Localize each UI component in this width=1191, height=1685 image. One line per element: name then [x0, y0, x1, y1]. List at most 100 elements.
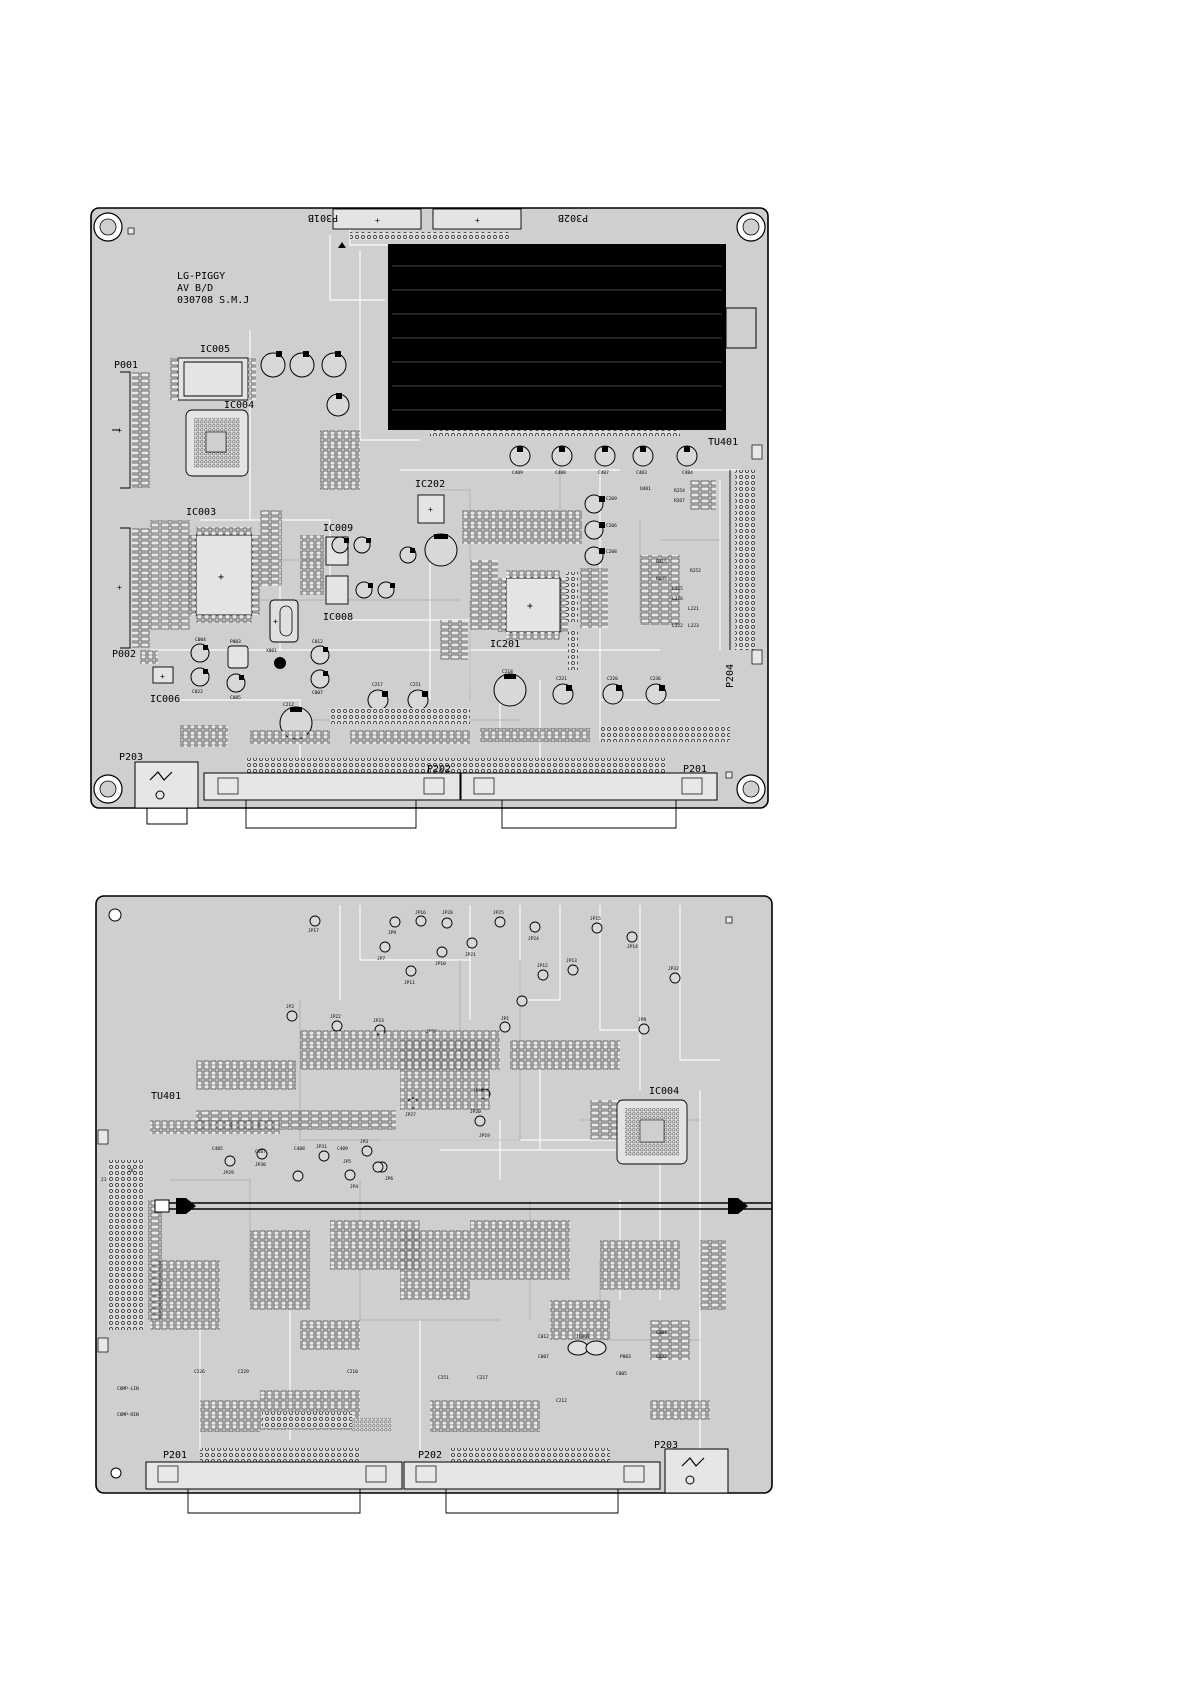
- ic008-chip: [325, 575, 349, 605]
- label-c210: C210: [347, 1369, 358, 1375]
- svg-text:+: +: [218, 572, 224, 583]
- label-ic004-top: IC004: [224, 400, 254, 411]
- label-c221: C221: [556, 676, 567, 682]
- ic202-regulator: [417, 494, 445, 524]
- connector-p201-bottom: [145, 1461, 403, 1514]
- svg-text:JP21: JP21: [465, 952, 476, 958]
- svg-text:+: +: [160, 672, 165, 681]
- label-c251-b: C251: [438, 1375, 449, 1381]
- arrow-right-icon: [728, 1198, 748, 1214]
- arrow-right-icon: [176, 1198, 196, 1214]
- svg-text:+: +: [117, 426, 122, 435]
- label-l225: L225: [672, 586, 683, 592]
- jack-p203-bottom: [664, 1448, 729, 1494]
- label-c208: C208: [606, 549, 617, 555]
- svg-text:21: 21: [101, 1177, 107, 1183]
- label-p202-bottom: P202: [418, 1450, 442, 1461]
- label-l221: L221: [688, 606, 699, 612]
- label-x001: X001: [266, 648, 277, 654]
- top-capacitors: [190, 351, 698, 740]
- connector-p302b: [432, 208, 522, 230]
- crystal-x001: +: [269, 599, 299, 643]
- label-ic008: IC008: [323, 612, 353, 623]
- label-ic005: IC005: [200, 344, 230, 355]
- svg-text:JP10: JP10: [435, 961, 446, 967]
- label-p301b: P301B: [308, 212, 338, 223]
- label-p002: P002: [112, 649, 136, 660]
- label-c408: C408: [555, 470, 566, 476]
- svg-text:JP30: JP30: [255, 1162, 266, 1168]
- label-ic006: IC006: [150, 694, 180, 705]
- label-c007: C007: [312, 690, 323, 696]
- label-r215: R215: [656, 559, 667, 565]
- label-r267: R267: [674, 498, 685, 504]
- label-r252: R252: [690, 568, 701, 574]
- label-r254: R254: [674, 488, 685, 494]
- label-c229: C229: [238, 1369, 249, 1375]
- label-c212: C212: [283, 702, 294, 708]
- svg-text:JP9: JP9: [388, 930, 396, 936]
- label-comp-lin: COMP-LIN: [117, 1386, 139, 1392]
- label-c209: C209: [606, 496, 617, 502]
- svg-text:JP4: JP4: [350, 1184, 358, 1190]
- label-p003-top: P003: [230, 639, 241, 645]
- svg-text:JP29: JP29: [223, 1170, 234, 1176]
- label-p001: P001: [114, 360, 138, 371]
- label-tu401-top: TU401: [708, 437, 738, 448]
- silk-line-1: LG-PIGGY: [177, 271, 225, 282]
- svg-text:+: +: [475, 216, 480, 225]
- svg-text:JP19: JP19: [479, 1133, 490, 1139]
- jack-p203-top: [134, 761, 199, 825]
- label-c409-b: C409: [337, 1146, 348, 1152]
- jumper-labels: JP17 JP9 JP16 JP28 JP25 JP24 JP15 JP14 J…: [223, 910, 679, 1190]
- label-c012-b: C012: [538, 1334, 549, 1340]
- label-c236: C236: [650, 676, 661, 682]
- label-c005: C005: [230, 695, 241, 701]
- label-c005-b: C005: [616, 1371, 627, 1377]
- label-c409: C409: [512, 470, 523, 476]
- label-c220: C220: [607, 676, 618, 682]
- label-c004: C004: [195, 637, 206, 643]
- label-l223: L223: [688, 623, 699, 629]
- label-ic202: IC202: [415, 479, 445, 490]
- svg-text:+: +: [428, 505, 433, 514]
- svg-text:+: +: [117, 583, 122, 592]
- label-p204: P204: [725, 664, 736, 688]
- label-c407: C407: [255, 1149, 266, 1155]
- label-tu401-bottom: TU401: [151, 1091, 181, 1102]
- label-ic007: IC007: [576, 1334, 590, 1340]
- label-ic201: IC201: [490, 639, 520, 650]
- label-p203-bottom: P203: [654, 1440, 678, 1451]
- label-comp-rin: COMP-RIN: [117, 1412, 139, 1418]
- svg-text:+: +: [527, 601, 533, 612]
- svg-text:JP7: JP7: [377, 956, 385, 962]
- connector-p202-top: [203, 772, 461, 829]
- label-c405: C405: [212, 1146, 223, 1152]
- svg-text:JP2: JP2: [286, 1004, 294, 1010]
- label-p302b: P302B: [558, 212, 588, 223]
- label-c004-b: C004: [656, 1330, 667, 1336]
- label-c407: C407: [598, 470, 609, 476]
- svg-text:JP23: JP23: [373, 1018, 384, 1024]
- connector-p301b: [332, 208, 422, 230]
- svg-text:JP13: JP13: [566, 958, 577, 964]
- label-r235: R235: [656, 576, 667, 582]
- top-board: ++ P301B P302B LG-PIGGY AV B/D 030708 S.…: [90, 207, 769, 829]
- label-c022: C022: [192, 689, 203, 695]
- svg-text:+: +: [273, 617, 278, 626]
- label-ic004-bottom: IC004: [649, 1086, 679, 1097]
- svg-text:JP16: JP16: [415, 910, 426, 916]
- svg-text:JP11: JP11: [404, 980, 415, 986]
- label-l226: L226: [672, 596, 683, 602]
- connector-p201-top: [460, 772, 718, 829]
- label-l222: L222: [672, 623, 683, 629]
- svg-text:JP20: JP20: [470, 1109, 481, 1115]
- ic003-chip: [195, 534, 253, 616]
- label-c251: C251: [410, 682, 421, 688]
- connector-p202-bottom: [403, 1461, 661, 1514]
- label-ic003: IC003: [186, 507, 216, 518]
- svg-text:JP5: JP5: [343, 1159, 351, 1165]
- label-c217-b: C217: [477, 1375, 488, 1381]
- svg-text:JP3: JP3: [360, 1139, 368, 1145]
